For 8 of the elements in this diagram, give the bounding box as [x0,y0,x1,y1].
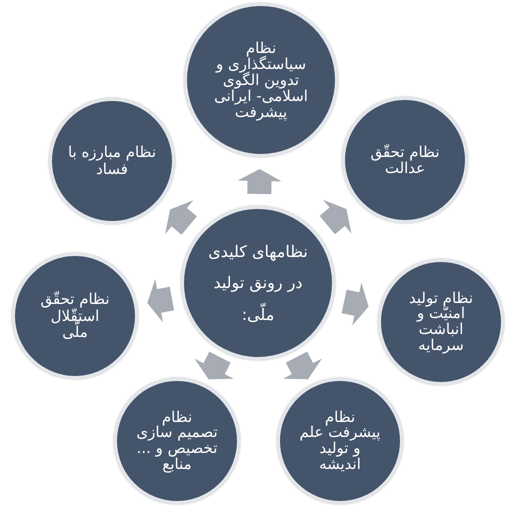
circle-label: نظام تولید امنیّت و انباشت سرمایه [408,290,474,354]
circle-label: نظام پیشرفت علم و تولید اندیشه [298,410,382,472]
hub-title: نظامهای کلیدی در رونق تولید ملّی: [207,241,309,326]
circle-label: نظام مبارزه با فساد [66,144,158,178]
circle-label: نظام تحقّق استقّلال ملّی [39,291,111,341]
circle-label: نظام سیاستگذاری و تدوین الگوی اسلامی- ایرانی پیشرفت [213,40,309,120]
circle-label: نظام تصمیم سازی تخصیص و ... منابع [135,410,219,472]
circle-label: نظام تحقّق عدالت [369,144,441,176]
